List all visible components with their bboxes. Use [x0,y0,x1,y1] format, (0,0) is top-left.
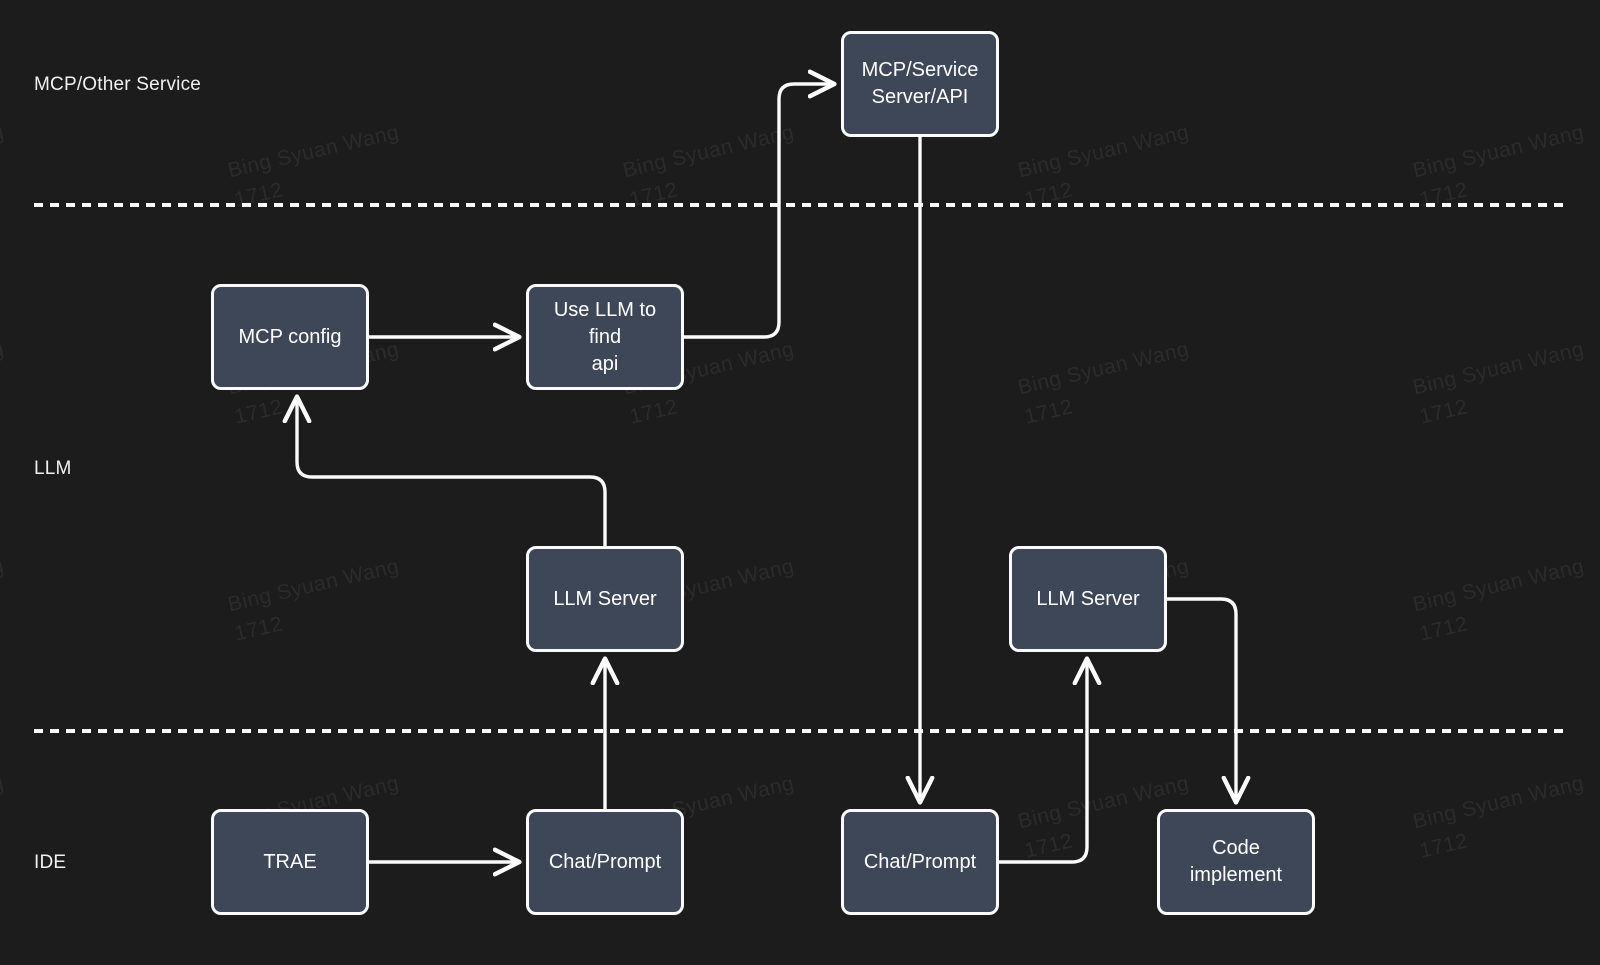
node-mcp-config[interactable]: MCP config [211,284,369,390]
watermark-number: 1712 [232,612,286,646]
node-label: TRAE [263,850,317,873]
node-label-line-1: MCP/Service [861,59,979,81]
watermark-name: Bing Syuan Wang [0,120,7,183]
connector-chat-prompt-right-to-llm-server-right [999,660,1087,864]
watermark-name: Bing Syuan Wang [1410,554,1587,617]
node-label: Chat/Prompt [548,850,662,873]
watermark-number: 1712 [232,178,286,212]
watermark-number: 1712 [0,798,14,867]
node-label: Chat/Prompt [863,850,977,873]
watermark-name: Bing Syuan Wang [1410,120,1587,183]
watermark-name: Bing Syuan Wang [0,554,7,617]
node-label-line-2: Server/API [871,86,969,108]
watermark-name: Bing Syuan Wang [0,337,7,400]
node-llm-server-right[interactable]: LLM Server [1009,546,1167,652]
watermark-name: Bing Syuan Wang [1015,337,1192,400]
node-use-llm-to-find-api[interactable]: Use LLM to find api [526,284,684,390]
watermark-name: Bing Syuan Wang [225,554,402,617]
watermark-name: Bing Syuan Wang [0,771,7,834]
watermark-number: 1712 [0,364,14,433]
watermark-number: 1712 [0,147,14,216]
watermark-number: 1712 [1022,395,1076,429]
node-label-line-2: api [591,352,619,375]
node-llm-server-left[interactable]: LLM Server [526,546,684,652]
node-chat-prompt-right[interactable]: Chat/Prompt [841,809,999,915]
watermark-number: 1712 [627,178,681,212]
node-trae[interactable]: TRAE [211,809,369,915]
node-mcp-service-server-api[interactable]: MCP/Service Server/API [841,31,999,137]
node-chat-prompt-left[interactable]: Chat/Prompt [526,809,684,915]
node-label: MCP config [238,325,342,348]
lane-label-mcp-other-service: MCP/Other Service [34,74,202,95]
node-label-line-1: Use LLM to find [553,298,657,348]
node-label: Code implement [1189,837,1283,886]
node-label: LLM Server [1036,587,1140,610]
connector-llm-server-left-to-mcp-config [297,398,607,546]
watermark-name: Bing Syuan Wang [1410,337,1587,400]
lane-label-llm: LLM [34,458,72,479]
watermark-number: 1712 [1417,829,1471,863]
watermark-name: Bing Syuan Wang [1015,120,1192,183]
watermark-number: 1712 [1417,178,1471,212]
node-label: LLM Server [553,587,657,610]
watermark-number: 1712 [1022,178,1076,212]
connector-use-llm-to-mcp-service [684,84,833,339]
connector-llm-server-right-to-code-implement [1167,597,1236,801]
watermark-name: Bing Syuan Wang [225,120,402,183]
watermark-name: Bing Syuan Wang [1410,771,1587,834]
watermark-number: 1712 [1417,612,1471,646]
watermark-name: Bing Syuan Wang [620,120,797,183]
watermark-number: 1712 [0,581,14,650]
node-code-implement[interactable]: Code implement [1157,809,1315,915]
lane-label-ide: IDE [34,852,67,873]
watermark-number: 1712 [1417,395,1471,429]
